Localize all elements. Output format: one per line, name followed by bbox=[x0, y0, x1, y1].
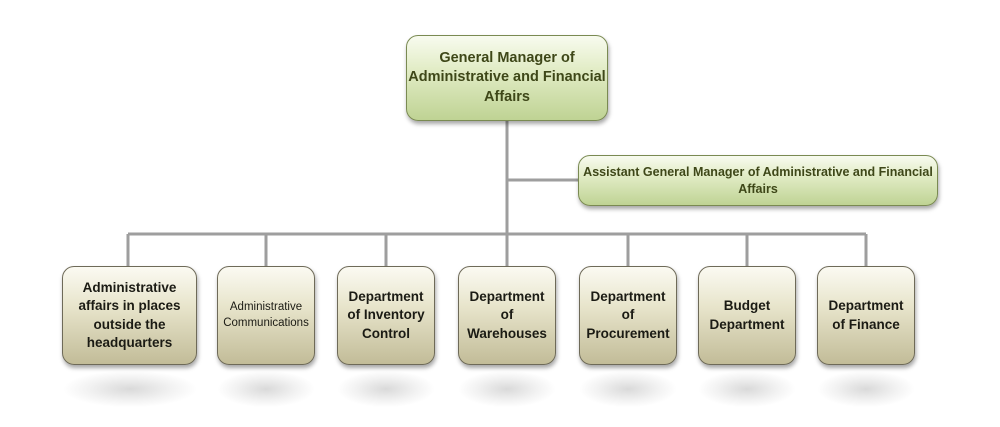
box-reflection bbox=[338, 371, 434, 407]
box-reflection bbox=[459, 371, 555, 407]
department-box-procurement: Department of Procurement bbox=[579, 266, 677, 365]
department-label: Administrative affairs in places outside… bbox=[78, 280, 181, 350]
general-manager-label: General Manager of Administrative and Fi… bbox=[408, 49, 606, 105]
department-box-admin-affairs-outside-hq: Administrative affairs in places outside… bbox=[62, 266, 197, 365]
assistant-general-manager-label: Assistant General Manager of Administrat… bbox=[583, 164, 933, 196]
department-box-warehouses: Department of Warehouses bbox=[458, 266, 556, 365]
box-reflection bbox=[818, 371, 914, 407]
department-label: Department of Inventory Control bbox=[347, 289, 425, 341]
department-box-inventory-control: Department of Inventory Control bbox=[337, 266, 435, 365]
department-box-admin-communications: Administrative Communications bbox=[217, 266, 315, 365]
department-label: Department of Warehouses bbox=[467, 289, 547, 341]
general-manager-box: General Manager of Administrative and Fi… bbox=[406, 35, 608, 121]
box-reflection bbox=[580, 371, 676, 407]
department-label: Department of Procurement bbox=[586, 289, 670, 341]
department-label: Administrative Communications bbox=[223, 300, 309, 329]
box-reflection bbox=[64, 371, 196, 407]
department-label: Department of Finance bbox=[828, 298, 904, 332]
box-reflection bbox=[218, 371, 314, 407]
box-reflection bbox=[699, 371, 795, 407]
department-box-finance: Department of Finance bbox=[817, 266, 915, 365]
department-box-budget: Budget Department bbox=[698, 266, 796, 365]
assistant-general-manager-box: Assistant General Manager of Administrat… bbox=[578, 155, 938, 206]
department-label: Budget Department bbox=[709, 298, 785, 332]
